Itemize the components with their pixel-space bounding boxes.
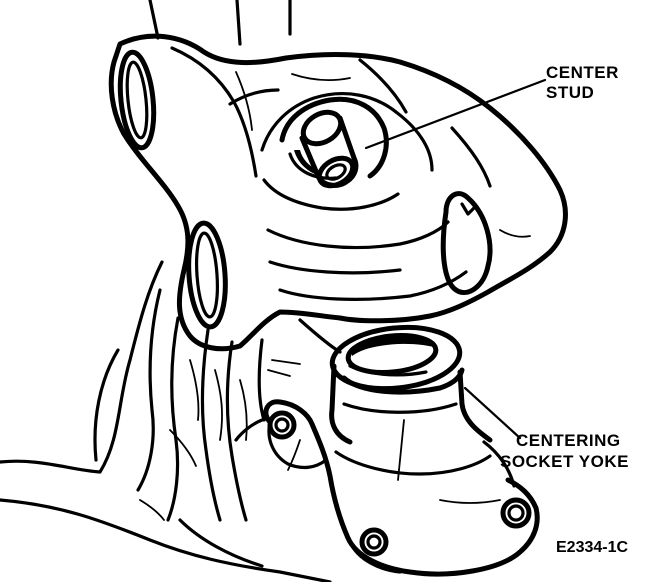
center-stud-leader — [364, 78, 547, 150]
center-stud-label: CENTER STUD — [546, 63, 619, 102]
centering-socket-yoke-leader — [463, 386, 522, 440]
centering-socket-yoke-label-line2: SOCKET YOKE — [500, 452, 629, 471]
frame-body — [0, 260, 342, 582]
center-stud-label-line1: CENTER — [546, 63, 619, 82]
centering-socket-yoke-label: CENTERING SOCKET YOKE — [500, 431, 629, 471]
center-stud-label-line2: STUD — [546, 83, 594, 102]
upper-yoke — [108, 0, 568, 352]
centering-socket-yoke-label-line1: CENTERING — [516, 431, 621, 450]
centering-socket-yoke — [234, 324, 540, 577]
figure-id: E2334-1C — [556, 539, 628, 556]
